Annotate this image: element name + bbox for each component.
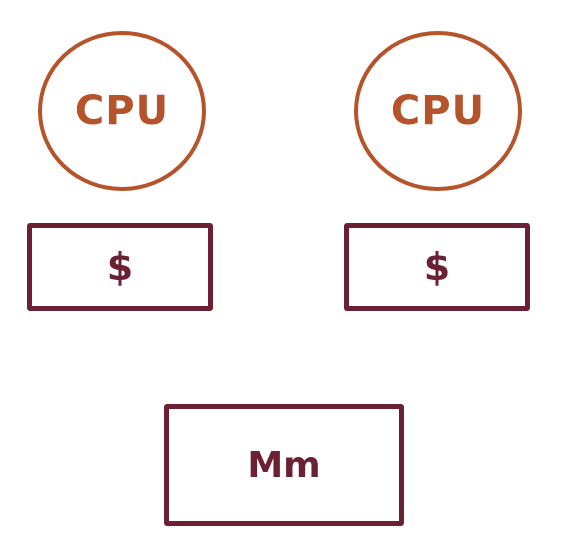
memory-label: Mm (247, 444, 321, 486)
cpu-node-right: CPU (354, 31, 522, 191)
cpu-node-left: CPU (38, 31, 206, 191)
cache-node-right: $ (344, 223, 530, 311)
cpu-label: CPU (390, 88, 486, 134)
cpu-label: CPU (74, 88, 170, 134)
cache-node-left: $ (27, 223, 213, 311)
main-memory-node: Mm (164, 404, 404, 526)
cache-label: $ (106, 245, 134, 289)
cache-label: $ (423, 245, 451, 289)
